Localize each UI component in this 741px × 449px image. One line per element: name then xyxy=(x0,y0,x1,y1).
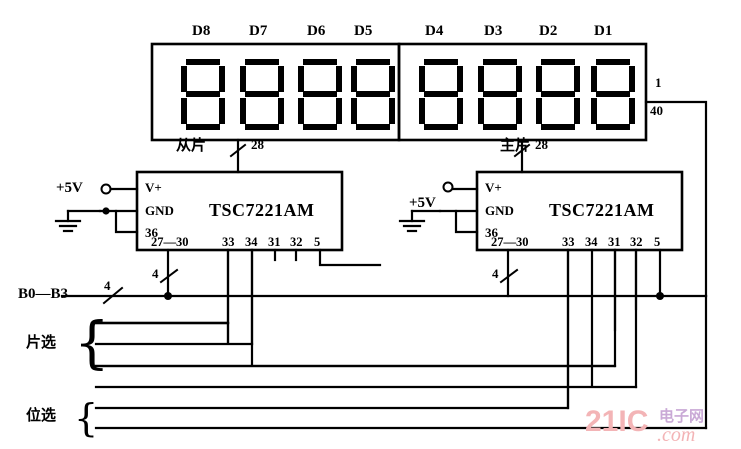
seven-segment-digit-d6 xyxy=(298,59,342,130)
chip-select-brace: { xyxy=(74,311,110,376)
right-ic-pin-vplus: V+ xyxy=(485,180,502,195)
digit-select-label: 位选 xyxy=(26,406,57,424)
ic-block-left xyxy=(54,138,344,252)
display-right-edge-wire xyxy=(644,100,708,298)
left-ic-pin-34: 34 xyxy=(245,235,258,249)
digit-label-d7: D7 xyxy=(249,23,268,39)
left-ic-pin-36: 36 xyxy=(145,225,158,240)
ic-block-right xyxy=(398,138,684,252)
seven-segment-digit-d3 xyxy=(478,59,522,130)
right-ic-pin-34: 34 xyxy=(585,235,598,249)
control-bus-routing-legs xyxy=(226,248,708,430)
chip-select-label: 片选 xyxy=(26,333,57,351)
seven-segment-digit-d4 xyxy=(419,59,463,130)
seven-segment-digit-d5 xyxy=(351,59,395,130)
control-bus-lines xyxy=(94,321,708,430)
left-ic-role-label: 从片 xyxy=(176,136,207,154)
right-ic-pin-36: 36 xyxy=(485,225,498,240)
data-bus-b0-b3 xyxy=(60,248,708,305)
display-pin-40-label: 40 xyxy=(650,103,663,118)
right-supply-label: +5V xyxy=(409,195,436,211)
left-ic-pins-27-30: 27—30 xyxy=(151,235,189,249)
left-ic-top-bus-width: 28 xyxy=(251,137,264,152)
left-ic-bottom-bus-width: 4 xyxy=(152,266,159,281)
left-ic-pin-32: 32 xyxy=(290,235,303,249)
seven-segment-digit-d1 xyxy=(591,59,635,130)
seven-segment-digit-d2 xyxy=(536,59,580,130)
right-ic-pin-32: 32 xyxy=(630,235,643,249)
display-module-left xyxy=(150,42,401,142)
right-ic-pin-5: 5 xyxy=(654,235,661,249)
left-ic-part-number: TSC7221AM xyxy=(209,200,315,220)
right-ic-top-bus-width: 28 xyxy=(535,137,548,152)
digit-label-d2: D2 xyxy=(539,23,558,39)
right-ic-pin-33: 33 xyxy=(562,235,575,249)
digit-label-d4: D4 xyxy=(425,23,444,39)
data-bus-label: B0—B3 xyxy=(18,286,69,302)
right-ic-bottom-bus-width: 4 xyxy=(492,266,499,281)
left-ic-pin-5: 5 xyxy=(314,235,321,249)
left-ic-pin-33: 33 xyxy=(222,235,235,249)
right-ic-role-label: 主片 xyxy=(500,136,531,154)
seven-segment-digit-d7 xyxy=(240,59,284,130)
digit-label-d3: D3 xyxy=(484,23,503,39)
left-ic-pin-gnd: GND xyxy=(145,203,174,218)
right-ic-pins-27-30: 27—30 xyxy=(491,235,529,249)
digit-select-brace: { xyxy=(74,396,99,440)
left-ic-bottom-pins xyxy=(226,248,382,366)
right-ic-part-number: TSC7221AM xyxy=(549,200,655,220)
digit-label-d6: D6 xyxy=(307,23,326,39)
data-bus-width-left: 4 xyxy=(104,278,111,293)
right-ic-pin-31: 31 xyxy=(608,235,621,249)
left-ic-pin-31: 31 xyxy=(268,235,281,249)
display-module-right xyxy=(397,42,648,142)
digit-label-d1: D1 xyxy=(594,23,613,39)
right-ic-pin-gnd: GND xyxy=(485,203,514,218)
seven-segment-digit-d8 xyxy=(181,59,225,130)
digit-label-d8: D8 xyxy=(192,23,211,39)
display-pin-1-label: 1 xyxy=(655,75,662,90)
left-ic-pin-vplus: V+ xyxy=(145,180,162,195)
digit-label-d5: D5 xyxy=(354,23,373,39)
left-supply-label: +5V xyxy=(56,180,83,196)
